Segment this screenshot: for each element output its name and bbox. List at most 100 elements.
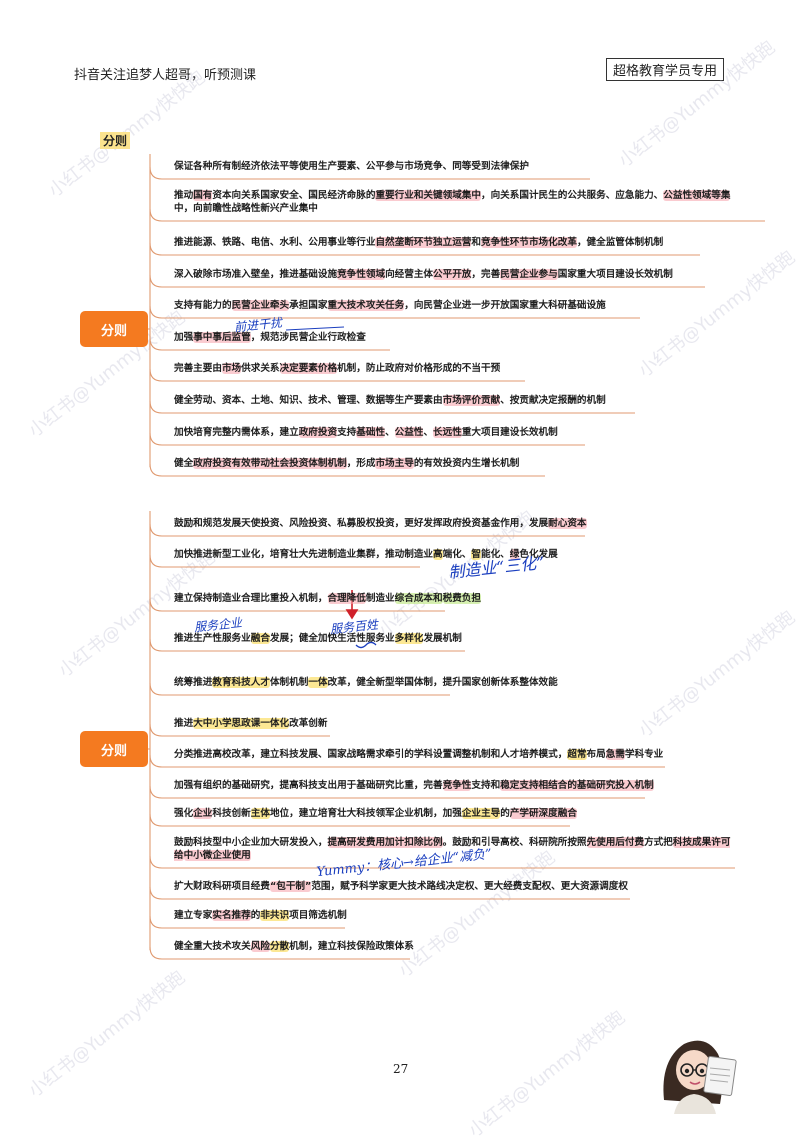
highlighted-phrase: 决定要素价格 (279, 363, 338, 374)
item-text: 保证各种所有制经济依法平等使用生产要素、公平参与市场竞争、同等受到法律保护 (174, 161, 529, 172)
item-text: 健全重大技术攻关 (174, 941, 251, 952)
item-text: 体制机制 (269, 677, 309, 688)
branch2-root[interactable]: 分则 (80, 731, 148, 767)
item-text: 科技创新 (212, 808, 251, 819)
connector-line (149, 432, 585, 446)
item-text: 鼓励科技型中小企业加大研发投入， (174, 837, 328, 848)
item-text: 重大项目建设长效机制 (461, 427, 558, 438)
item-text: 国家重大项目建设长效机制 (557, 269, 673, 280)
mindmap-item: 深入破除市场准入壁垒，推进基础设施竞争性领域向经营主体公平开放，完善民营企业参与… (174, 268, 734, 281)
item-text: 、 (423, 427, 434, 438)
highlighted-phrase: 自然垄断环节独立运营 (375, 237, 472, 248)
item-text: ，健全监管体制机制 (576, 237, 664, 248)
highlighted-phrase: 重大技术攻关任务 (327, 300, 405, 311)
connector-line (149, 463, 545, 477)
highlighted-phrase: 竞争性领域 (337, 269, 386, 280)
item-text: 发展；健全加快生活性服务业 (269, 633, 395, 644)
highlighted-phrase: 大中小学思政课一体化 (193, 718, 290, 729)
item-text: 鼓励和规范发展天使投资、风险投资、私募股权投资，更好发挥政府投资基金作用，发展 (174, 518, 549, 529)
highlighted-phrase: 综合成本和 (394, 593, 443, 604)
connector-line (149, 813, 570, 827)
connector-line (149, 368, 525, 382)
mindmap-item: 推动国有资本向关系国家安全、国民经济命脉的重要行业和关键领域集中，向关系国计民生… (174, 189, 734, 215)
highlighted-phrase: 中小微企业使用 (183, 850, 251, 861)
item-text: 向经营主体 (385, 269, 434, 280)
connector-line (149, 915, 345, 929)
connector-line (149, 523, 585, 537)
highlighted-phrase: 主体 (250, 808, 270, 819)
header-right-badge: 超格教育学员专用 (606, 58, 725, 81)
item-text: ，完善 (471, 269, 501, 280)
connector-line (149, 886, 630, 900)
item-text: 能化、 (481, 549, 510, 560)
branch2-connectors (148, 511, 735, 960)
mindmap-item: 支持有能力的民营企业牵头承担国家重大技术攻关任务，向民营企业进一步开放国家重大科… (174, 299, 734, 312)
highlighted-phrase: 超常 (567, 749, 587, 760)
mindmap-item: 扩大财政科研项目经费“包干制”范围，赋予科学家更大技术路线决定权、更大经费支配权… (174, 880, 734, 893)
highlighted-phrase: 市场评价贡献 (442, 395, 501, 406)
connector-line (149, 274, 705, 288)
item-text: 推进生产性服务业 (174, 633, 251, 644)
highlighted-phrase: 政府投资 (298, 427, 338, 438)
highlighted-phrase: 提高研发费用加计扣除比例 (327, 837, 443, 848)
mindmap-item: 推进大中小学思政课一体化改革创新 (174, 717, 734, 730)
pen-underline-mark (355, 641, 377, 649)
highlighted-phrase: 政府投资有效带动社会投资体制机制 (193, 458, 347, 469)
connector-line (149, 337, 390, 351)
item-text: 加快培育完整内需体系，建立 (174, 427, 299, 438)
highlighted-phrase: 多样化 (394, 633, 424, 644)
section-title: 分则 (100, 132, 131, 149)
highlighted-phrase: 公平开放 (433, 269, 472, 280)
item-text: ，向关系国计民生的公共服务、应急能力、 (481, 190, 664, 201)
item-text: ，形成 (346, 458, 376, 469)
branch1-connectors (148, 154, 765, 477)
item-text: 。鼓励和引导高校、科研院所按照 (442, 837, 587, 848)
item-text: 端化、 (442, 549, 472, 560)
mindmap-item: 保证各种所有制经济依法平等使用生产要素、公平参与市场竞争、同等受到法律保护 (174, 160, 734, 173)
connector-line (149, 208, 765, 222)
highlighted-phrase: 非共识 (260, 910, 290, 921)
highlighted-phrase: 长远性 (433, 427, 462, 438)
item-text: 范围，赋予科学家更大技术路线决定权、更大经费支配权、更大资源调度权 (311, 881, 628, 892)
item-text: 支持和 (471, 780, 501, 791)
highlighted-phrase: 稳定支持相结合的基础研究投入机制 (500, 780, 654, 791)
highlighted-phrase: 一体 (308, 677, 328, 688)
item-text: 深入破除市场准入壁垒，推进基础设施 (174, 269, 338, 280)
highlighted-phrase: 高 (433, 549, 443, 560)
avatar-sticker-icon (663, 1040, 737, 1114)
connector-line (149, 855, 735, 869)
pen-strike-mark (285, 326, 345, 331)
mindmap-item: 鼓励科技型中小企业加大研发投入，提高研发费用加计扣除比例。鼓励和引导高校、科研院… (174, 836, 734, 862)
item-text: 推进 (174, 718, 194, 729)
highlighted-phrase: 市场主导 (375, 458, 414, 469)
item-text: 加强有组织的基础研究，提高科技支出用于基础研究比重，完善 (174, 780, 443, 791)
connector-line (149, 785, 645, 799)
mindmap-item: 建立保持制造业合理比重投入机制，合理降低制造业综合成本和税费负担 (174, 592, 734, 605)
item-text: 方式把 (644, 837, 673, 848)
connector-spine (148, 511, 151, 950)
mindmap-item: 推进生产性服务业融合发展；健全加快生活性服务业多样化发展机制 (174, 632, 734, 645)
connector-line (149, 400, 635, 414)
highlighted-phrase: “包干制” (269, 881, 312, 892)
item-text: 健全 (174, 458, 194, 469)
mindmap-item: 分类推进高校改革，建立科技发展、国家战略需求牵引的学科设置调整机制和人才培养模式… (174, 748, 734, 761)
mindmap-item: 统筹推进教育科技人才体制机制一体改革，健全新型举国体制，提升国家创新体系整体效能 (174, 676, 734, 689)
highlighted-phrase: 市场 (221, 363, 242, 374)
highlighted-phrase: 实名推荐 (212, 910, 251, 921)
highlighted-phrase: 企业主导 (461, 808, 501, 819)
connector-spine (148, 154, 151, 467)
branch1-root[interactable]: 分则 (80, 311, 148, 347)
item-text: 支持有能力的 (174, 300, 232, 311)
item-text: 完善主要由 (174, 363, 222, 374)
highlighted-phrase: 竞争性 (442, 780, 472, 791)
item-text: 发展机制 (423, 633, 462, 644)
item-text: 改革创新 (289, 718, 328, 729)
item-text: 强化 (174, 808, 194, 819)
item-text: 加快推进新型工业化，培育壮大先进制造业集群，推动制造业 (174, 549, 434, 560)
item-text: 学科专业 (624, 749, 664, 760)
highlighted-phrase: 急需 (605, 749, 625, 760)
highlighted-phrase: 产学研深度融合 (509, 808, 577, 819)
connector-line (149, 638, 465, 652)
item-text: 支持 (337, 427, 357, 438)
